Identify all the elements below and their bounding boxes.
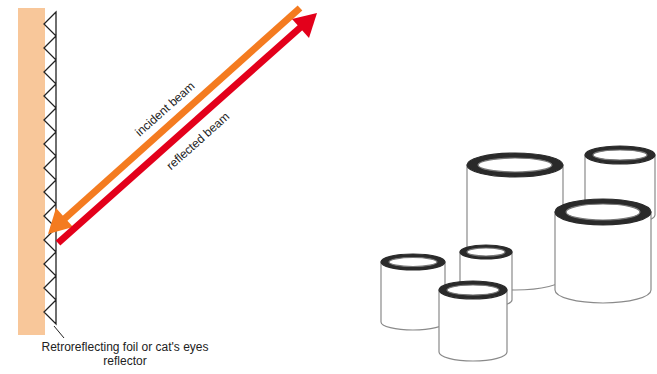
- cylinder: [381, 254, 445, 330]
- reflected-beam-arrow: [58, 26, 302, 243]
- reflected-beam-head: [292, 13, 317, 38]
- retroreflector-prisms: [44, 12, 56, 324]
- incident-beam-arrow: [62, 8, 300, 221]
- reflector-wall: [18, 8, 45, 335]
- cylinder: [555, 199, 651, 303]
- cylinder: [439, 281, 507, 361]
- leader-line: [54, 326, 64, 338]
- cylinders: [381, 146, 655, 361]
- part-label: Retroreflecting foil or cat's eyes refle…: [40, 340, 210, 368]
